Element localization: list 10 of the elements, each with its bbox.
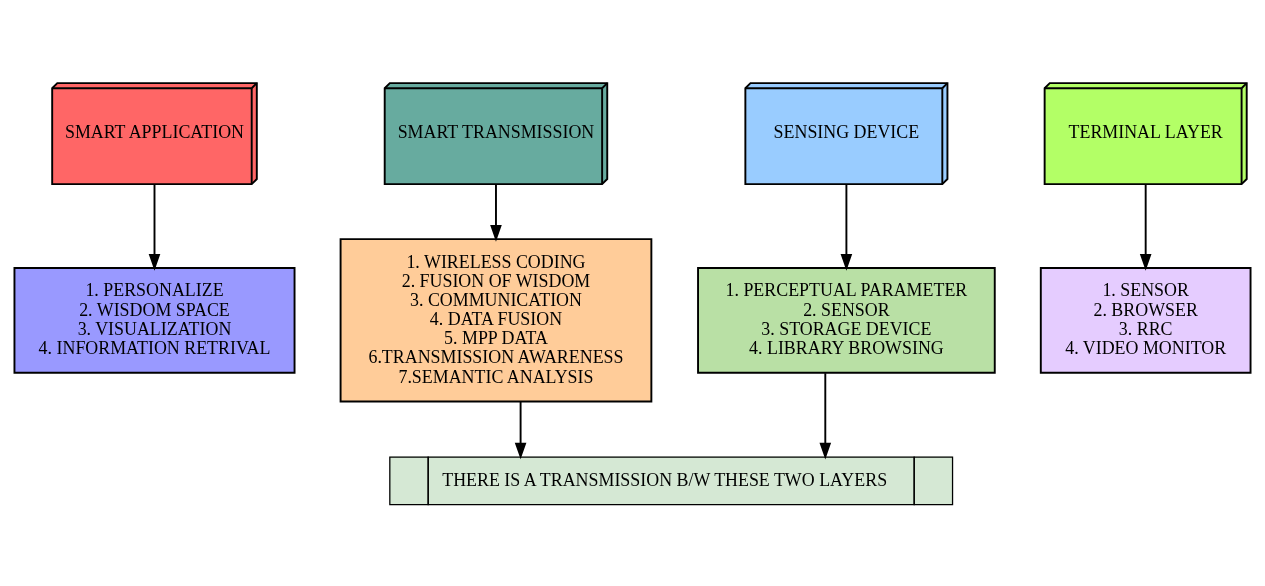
arrow xyxy=(819,371,832,459)
arrow xyxy=(490,182,502,242)
node-box: 1. SENSOR 2. BROWSER 3. RRC 4. VIDEO MONITOR xyxy=(1039,266,1252,374)
node-box: 1. WIRELESS CODING 2. FUSION OF WISDOM 3. COMMUNICATION 4. DATA FUSION 5. MPP DATA 6.TRANSMISSION AWARENESS 7.SEMANTIC ANALYSIS xyxy=(339,237,653,403)
arrow xyxy=(514,400,527,459)
arrow xyxy=(840,182,853,271)
node-box: 1. PERCEPTUAL PARAMETER 2. SENSOR 3. STORAGE DEVICE 4. LIBRARY BROWSING xyxy=(697,266,996,374)
arrow xyxy=(1139,182,1152,271)
arrow xyxy=(148,182,161,271)
node-box: 1. PERSONALIZE 2. WISDOM SPACE 3. VISUALIZATION 4. INFORMATION RETRIVAL xyxy=(13,266,296,374)
